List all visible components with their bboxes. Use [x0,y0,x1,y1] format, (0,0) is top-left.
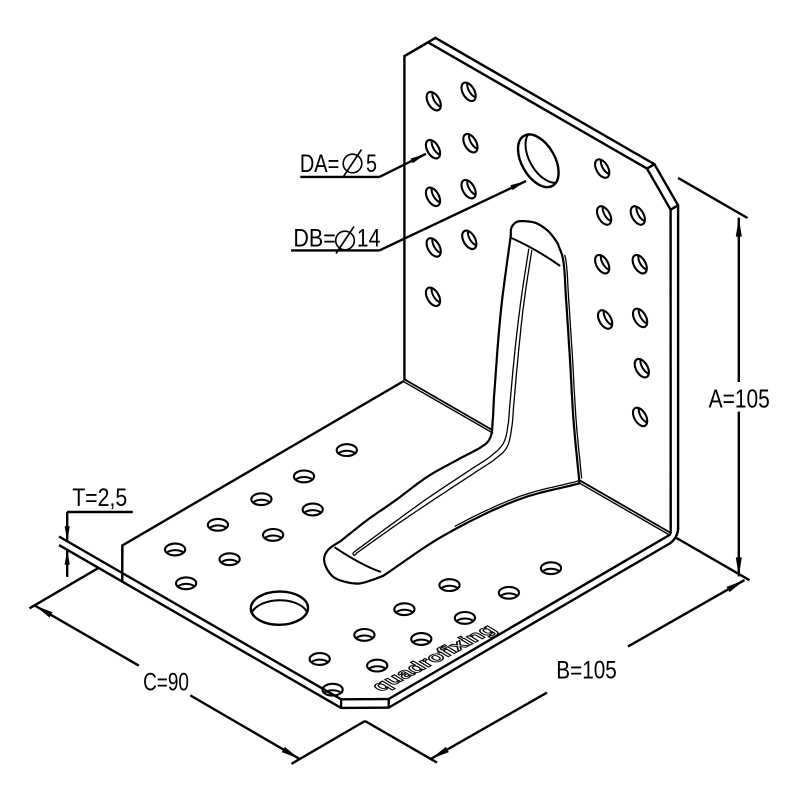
svg-text:T=2,5: T=2,5 [72,484,127,512]
svg-text:14: 14 [357,224,381,252]
svg-text:5: 5 [366,150,377,178]
svg-text:A=105: A=105 [709,384,770,414]
svg-text:C=90: C=90 [143,669,189,697]
svg-text:DB=: DB= [293,224,335,252]
svg-text:DA=: DA= [300,150,339,178]
svg-text:B=105: B=105 [556,656,617,684]
